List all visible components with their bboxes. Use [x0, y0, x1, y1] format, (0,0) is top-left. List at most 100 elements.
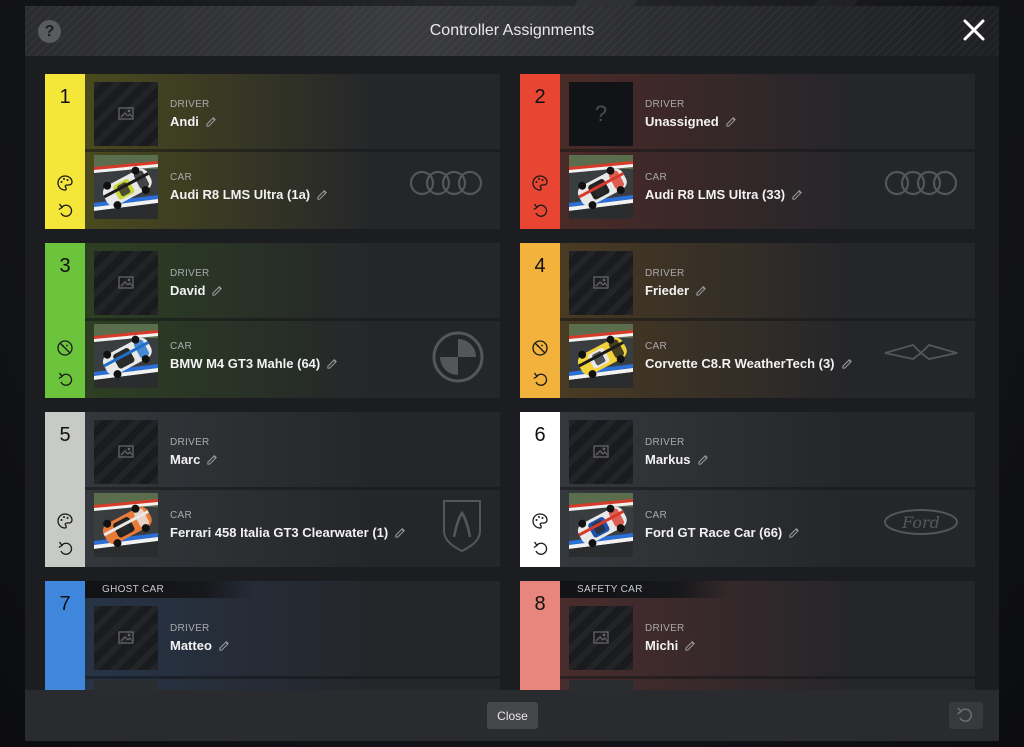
- edit-driver-pencil-icon[interactable]: [695, 284, 707, 296]
- undo-icon[interactable]: [56, 370, 74, 388]
- palette-icon[interactable]: [531, 512, 549, 530]
- dialog-footer: Close: [25, 690, 999, 741]
- car-name[interactable]: Corvette C8.R WeatherTech (3): [645, 356, 853, 371]
- car-name[interactable]: Ferrari 458 Italia GT3 Clearwater (1): [170, 525, 406, 540]
- palette-icon[interactable]: [56, 512, 74, 530]
- controller-color-strip: [520, 74, 560, 229]
- controller-number: 5: [59, 424, 71, 446]
- no-palette-icon[interactable]: [56, 339, 74, 357]
- palette-icon[interactable]: [531, 174, 549, 192]
- car-name-text: Audi R8 LMS Ultra (1a): [170, 187, 311, 202]
- car-thumbnail[interactable]: [94, 324, 158, 388]
- car-name[interactable]: Audi R8 LMS Ultra (1a): [170, 187, 328, 202]
- close-button[interactable]: Close: [487, 702, 538, 729]
- car-label: CAR: [170, 172, 193, 183]
- car-label: CAR: [645, 341, 668, 352]
- car-image: [569, 324, 633, 388]
- car-label: CAR: [170, 341, 193, 352]
- car-thumbnail[interactable]: [569, 324, 633, 388]
- driver-label: DRIVER: [645, 437, 685, 448]
- driver-avatar[interactable]: [94, 606, 158, 670]
- edit-car-pencil-icon[interactable]: [791, 188, 803, 200]
- bmw-logo: [432, 331, 484, 383]
- controller-number: 7: [59, 593, 71, 615]
- edit-driver-pencil-icon[interactable]: [211, 284, 223, 296]
- car-thumbnail[interactable]: [94, 680, 158, 690]
- close-icon[interactable]: [961, 17, 987, 43]
- car-thumbnail[interactable]: [569, 155, 633, 219]
- car-thumbnail[interactable]: [569, 680, 633, 690]
- undo-icon[interactable]: [531, 201, 549, 219]
- image-placeholder-icon: [593, 276, 609, 289]
- driver-name[interactable]: Andi: [170, 114, 217, 129]
- car-thumbnail[interactable]: [94, 155, 158, 219]
- driver-name-text: Matteo: [170, 638, 212, 653]
- controller-number: 6: [534, 424, 546, 446]
- driver-name[interactable]: Frieder: [645, 283, 707, 298]
- driver-name-text: Unassigned: [645, 114, 719, 129]
- special-car-tag: GHOST CAR: [85, 581, 255, 598]
- edit-driver-pencil-icon[interactable]: [206, 453, 218, 465]
- driver-avatar[interactable]: ?: [569, 82, 633, 146]
- driver-avatar[interactable]: [569, 251, 633, 315]
- controller-color-strip: [520, 581, 560, 690]
- edit-car-pencil-icon[interactable]: [841, 357, 853, 369]
- driver-name[interactable]: David: [170, 283, 223, 298]
- driver-avatar[interactable]: [569, 606, 633, 670]
- edit-car-pencil-icon[interactable]: [326, 357, 338, 369]
- car-thumbnail[interactable]: [94, 493, 158, 557]
- edit-driver-pencil-icon[interactable]: [205, 115, 217, 127]
- undo-icon[interactable]: [531, 539, 549, 557]
- controller-number: 4: [534, 255, 546, 277]
- controller-color-strip: [45, 243, 85, 398]
- controller-color-strip: [520, 243, 560, 398]
- undo-icon[interactable]: [56, 539, 74, 557]
- car-thumbnail[interactable]: [569, 493, 633, 557]
- edit-car-pencil-icon[interactable]: [316, 188, 328, 200]
- driver-name[interactable]: Unassigned: [645, 114, 737, 129]
- car-name-text: Ford GT Race Car (66): [645, 525, 783, 540]
- driver-label: DRIVER: [645, 99, 685, 110]
- undo-icon[interactable]: [531, 370, 549, 388]
- edit-car-pencil-icon[interactable]: [788, 526, 800, 538]
- edit-driver-pencil-icon[interactable]: [218, 639, 230, 651]
- car-name[interactable]: BMW M4 GT3 Mahle (64): [170, 356, 338, 371]
- edit-driver-pencil-icon[interactable]: [684, 639, 696, 651]
- driver-name-text: David: [170, 283, 206, 298]
- driver-name[interactable]: Michi: [645, 638, 696, 653]
- edit-car-pencil-icon[interactable]: [394, 526, 406, 538]
- svg-text:Ford: Ford: [901, 513, 940, 532]
- controller-number: 3: [59, 255, 71, 277]
- car-name[interactable]: Ford GT Race Car (66): [645, 525, 800, 540]
- ferrari-logo: [443, 500, 481, 553]
- edit-driver-pencil-icon[interactable]: [725, 115, 737, 127]
- driver-name[interactable]: Marc: [170, 452, 218, 467]
- audi-logo: [409, 170, 483, 196]
- reset-all-button[interactable]: [949, 702, 983, 729]
- controller-number: 8: [534, 593, 546, 615]
- no-palette-icon[interactable]: [531, 339, 549, 357]
- undo-icon[interactable]: [56, 201, 74, 219]
- driver-name[interactable]: Matteo: [170, 638, 230, 653]
- driver-name[interactable]: Markus: [645, 452, 709, 467]
- audi-logo: [884, 170, 958, 196]
- edit-driver-pencil-icon[interactable]: [697, 453, 709, 465]
- car-name[interactable]: Audi R8 LMS Ultra (33): [645, 187, 803, 202]
- ford-logo: Ford: [884, 509, 958, 535]
- driver-avatar[interactable]: [94, 420, 158, 484]
- driver-name-text: Frieder: [645, 283, 690, 298]
- driver-name-text: Michi: [645, 638, 679, 653]
- controller-color-strip: [45, 74, 85, 229]
- controller-number: 2: [534, 86, 546, 108]
- help-icon[interactable]: ?: [38, 20, 61, 43]
- driver-avatar[interactable]: [569, 420, 633, 484]
- palette-icon[interactable]: [56, 174, 74, 192]
- driver-avatar[interactable]: [94, 82, 158, 146]
- driver-avatar[interactable]: [94, 251, 158, 315]
